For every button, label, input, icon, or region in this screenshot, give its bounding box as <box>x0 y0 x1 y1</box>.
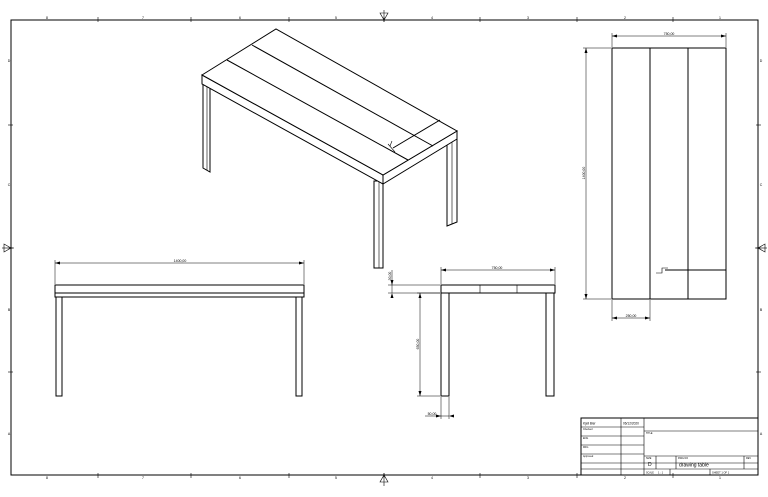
sheet-value: SHEET 1 OF 1 <box>712 471 730 475</box>
drawn-by-value: Kjell Bier <box>583 422 597 426</box>
dwg-no-value: drawing table <box>679 463 709 469</box>
zone-label: 4 <box>431 16 433 20</box>
isometric-view <box>201 28 458 269</box>
checked-label: Checked <box>583 428 593 431</box>
centering-mark-bottom-icon <box>379 473 389 486</box>
title-block: Kjell Bier 06/12/2020 Checked ENG MFG Ap… <box>580 417 759 476</box>
zone-label: A <box>760 432 763 436</box>
top-board-dimension: 250,00 <box>611 300 651 321</box>
side-leg-dimension: 50,00 <box>425 397 454 419</box>
zone-label: D <box>8 59 11 63</box>
top-board-value: 250,00 <box>626 314 637 318</box>
side-top-thickness-value: 30,00 <box>388 272 392 281</box>
title-label: TITLE <box>646 432 653 435</box>
zone-label: 2 <box>624 16 626 20</box>
scale-label: SCALE <box>646 472 654 475</box>
zone-label: B <box>760 308 763 312</box>
side-width-dimension: 750,00 <box>440 266 556 284</box>
zone-label: 3 <box>527 16 529 20</box>
zone-label: C <box>8 183 11 187</box>
zone-label: B <box>8 308 11 312</box>
side-view: 750,00 30,00 650,00 50,00 <box>388 266 556 419</box>
top-width-dimension: 750,00 <box>611 32 727 47</box>
zone-label: 8 <box>46 16 48 20</box>
dwg-no-label: DWG NO <box>678 457 688 460</box>
side-top-thickness-dimension: 30,00 <box>388 270 440 298</box>
zone-label: 4 <box>431 476 433 480</box>
side-width-value: 750,00 <box>492 266 503 270</box>
centering-mark-right-icon <box>755 243 767 253</box>
zone-label: 8 <box>46 476 48 480</box>
centering-mark-top-icon <box>379 10 389 22</box>
zone-label: 1 <box>719 476 721 480</box>
zone-label: D <box>760 59 763 63</box>
size-label: SIZE <box>646 457 652 460</box>
rev-label: REV <box>746 457 751 460</box>
zone-label: 6 <box>239 16 241 20</box>
front-length-dimension: 1400,00 <box>54 259 305 284</box>
zone-label: 7 <box>142 476 144 480</box>
size-value: D <box>648 462 652 468</box>
zone-label: 6 <box>239 476 241 480</box>
eng-label: ENG <box>583 437 588 440</box>
zone-label: 3 <box>527 476 529 480</box>
top-length-value: 1400,00 <box>582 167 586 180</box>
side-height-dimension: 650,00 <box>416 292 440 397</box>
approved-label: Approved <box>583 455 594 458</box>
top-view: 750,00 1400,00 250,00 <box>582 32 727 321</box>
date-value: 06/12/2020 <box>623 422 639 426</box>
zone-label: 5 <box>335 476 337 480</box>
mfg-label: MFG <box>583 446 588 449</box>
side-height-value: 650,00 <box>416 339 420 350</box>
zone-label: 7 <box>142 16 144 20</box>
zone-label: 5 <box>335 16 337 20</box>
top-width-value: 750,00 <box>664 32 675 36</box>
scale-value: 1 : 1 <box>658 471 664 475</box>
top-length-dimension: 1400,00 <box>582 47 611 300</box>
zone-label: 1 <box>719 16 721 20</box>
zone-label: C <box>760 183 763 187</box>
zone-label: 2 <box>624 476 626 480</box>
centering-mark-left-icon <box>2 243 14 253</box>
front-length-value: 1400,00 <box>174 259 187 263</box>
side-leg-value: 50,00 <box>428 412 437 416</box>
zone-label: A <box>8 432 11 436</box>
front-view: 1400,00 <box>54 259 305 397</box>
drawing-border: 8 7 6 5 4 3 2 1 8 7 6 5 4 3 2 1 D C B A … <box>2 10 767 486</box>
